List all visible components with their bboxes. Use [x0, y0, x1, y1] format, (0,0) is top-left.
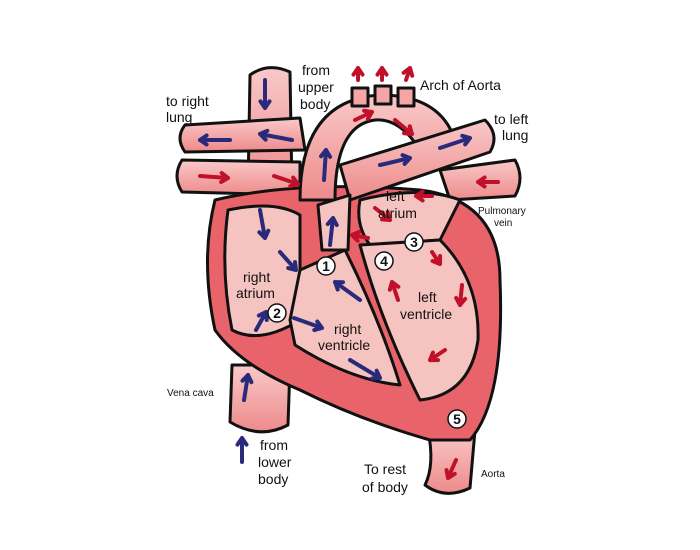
oxygenated-flow-arrow-icon: [414, 189, 434, 203]
label-left-atrium: left: [386, 188, 405, 204]
marker-4: 4: [374, 251, 394, 271]
deoxygenated-flow-arrow-icon: [319, 148, 333, 182]
aorta-branch: [350, 86, 370, 108]
marker-5: 5: [447, 409, 467, 429]
right-atrium: [223, 204, 302, 338]
label-to-right-lung: to right: [166, 93, 209, 109]
oxygenated-flow-arrow-icon: [387, 280, 401, 302]
oxygenated-flow-arrow-icon: [350, 229, 370, 243]
blood-flow-arrows: [198, 66, 500, 480]
deoxygenated-flow-arrow-icon: [348, 358, 382, 381]
marker-2: 2: [267, 303, 287, 323]
marker-3: 3: [404, 232, 424, 252]
deoxygenated-flow-arrow-icon: [258, 78, 272, 110]
deoxygenated-flow-arrow-icon: [292, 316, 324, 333]
deoxygenated-flow-arrow-icon: [325, 216, 339, 247]
deoxygenated-flow-arrow-icon: [257, 208, 271, 240]
oxygenated-flow-arrow-icon: [476, 175, 500, 189]
label-from-lower-body: from: [260, 437, 288, 453]
marker-text: 5: [453, 411, 461, 427]
oxygenated-flow-arrow-icon: [353, 108, 374, 122]
descending-aorta: [423, 428, 477, 495]
deoxygenated-flow-arrow-icon: [278, 250, 298, 272]
left-ventricle: [358, 238, 480, 402]
label-to-right-lung: lung: [166, 109, 192, 125]
oxygenated-flow-arrow-icon: [444, 458, 458, 480]
label-arch-of-aorta: Arch of Aorta: [420, 77, 501, 93]
left-atrium: [357, 191, 462, 247]
deoxygenated-flow-arrow-icon: [254, 310, 269, 332]
label-right-ventricle: ventricle: [318, 337, 370, 353]
label-right-atrium: right: [243, 269, 270, 285]
label-vena-cava: Vena cava: [167, 388, 214, 399]
label-text: upper: [298, 79, 334, 95]
marker-text: 1: [322, 258, 330, 274]
oxygenated-flow-arrow-icon: [272, 174, 300, 189]
label-text: body: [300, 96, 330, 112]
label-pulmonary-vein: vein: [494, 218, 512, 229]
oxygenated-flow-arrow-icon: [430, 250, 443, 266]
label-to-rest-of-body: of body: [362, 479, 408, 495]
aorta-branch: [396, 86, 416, 108]
deoxygenated-flow-arrow-icon: [198, 133, 232, 147]
aorta-branch: [373, 84, 393, 106]
deoxygenated-flow-arrow-icon: [240, 373, 254, 402]
label-right-atrium: atrium: [236, 285, 275, 301]
label-right-ventricle: right: [334, 321, 361, 337]
deoxygenated-flow-arrow-icon: [235, 436, 249, 464]
oxygenated-flow-arrow-icon: [428, 348, 447, 363]
label-from-upper-body: from upper body: [298, 62, 334, 112]
label-from-lower-body: lower: [258, 454, 292, 470]
label-pulmonary-vein: Pulmonary: [478, 206, 526, 217]
oxygenated-flow-arrow-icon: [198, 171, 230, 185]
label-to-left-lung: to left: [494, 111, 528, 127]
oxygenated-flow-arrow-icon: [373, 206, 392, 222]
label-left-atrium: atrium: [378, 205, 417, 221]
marker-1: 1: [316, 256, 336, 276]
deoxygenated-flow-arrow-icon: [438, 133, 472, 150]
deoxygenated-flow-arrow-icon: [333, 280, 362, 302]
marker-text: 2: [273, 305, 281, 321]
oxygenated-flow-arrow-icon: [351, 66, 365, 82]
label-text: from: [302, 62, 330, 78]
right-ventricle: [288, 248, 402, 387]
label-to-left-lung: lung: [502, 127, 528, 143]
deoxygenated-flow-arrow-icon: [378, 153, 412, 167]
oxygenated-flow-arrow-icon: [375, 66, 389, 82]
label-to-rest-of-body: To rest: [364, 461, 406, 477]
left-pulmonary-artery: [338, 118, 496, 202]
oxygenated-flow-arrow-icon: [454, 283, 468, 307]
oxygenated-flow-arrow-icon: [393, 118, 414, 136]
right-pulmonary-artery: [178, 116, 307, 154]
deoxygenated-flow-arrow-icon: [258, 128, 294, 142]
oxygenated-flow-arrow-icon: [401, 66, 415, 82]
label-left-ventricle: ventricle: [400, 306, 452, 322]
label-left-ventricle: left: [418, 289, 437, 305]
label-from-lower-body: body: [258, 471, 288, 487]
marker-text: 4: [380, 253, 388, 269]
label-aorta: Aorta: [481, 469, 505, 480]
marker-text: 3: [410, 234, 418, 250]
